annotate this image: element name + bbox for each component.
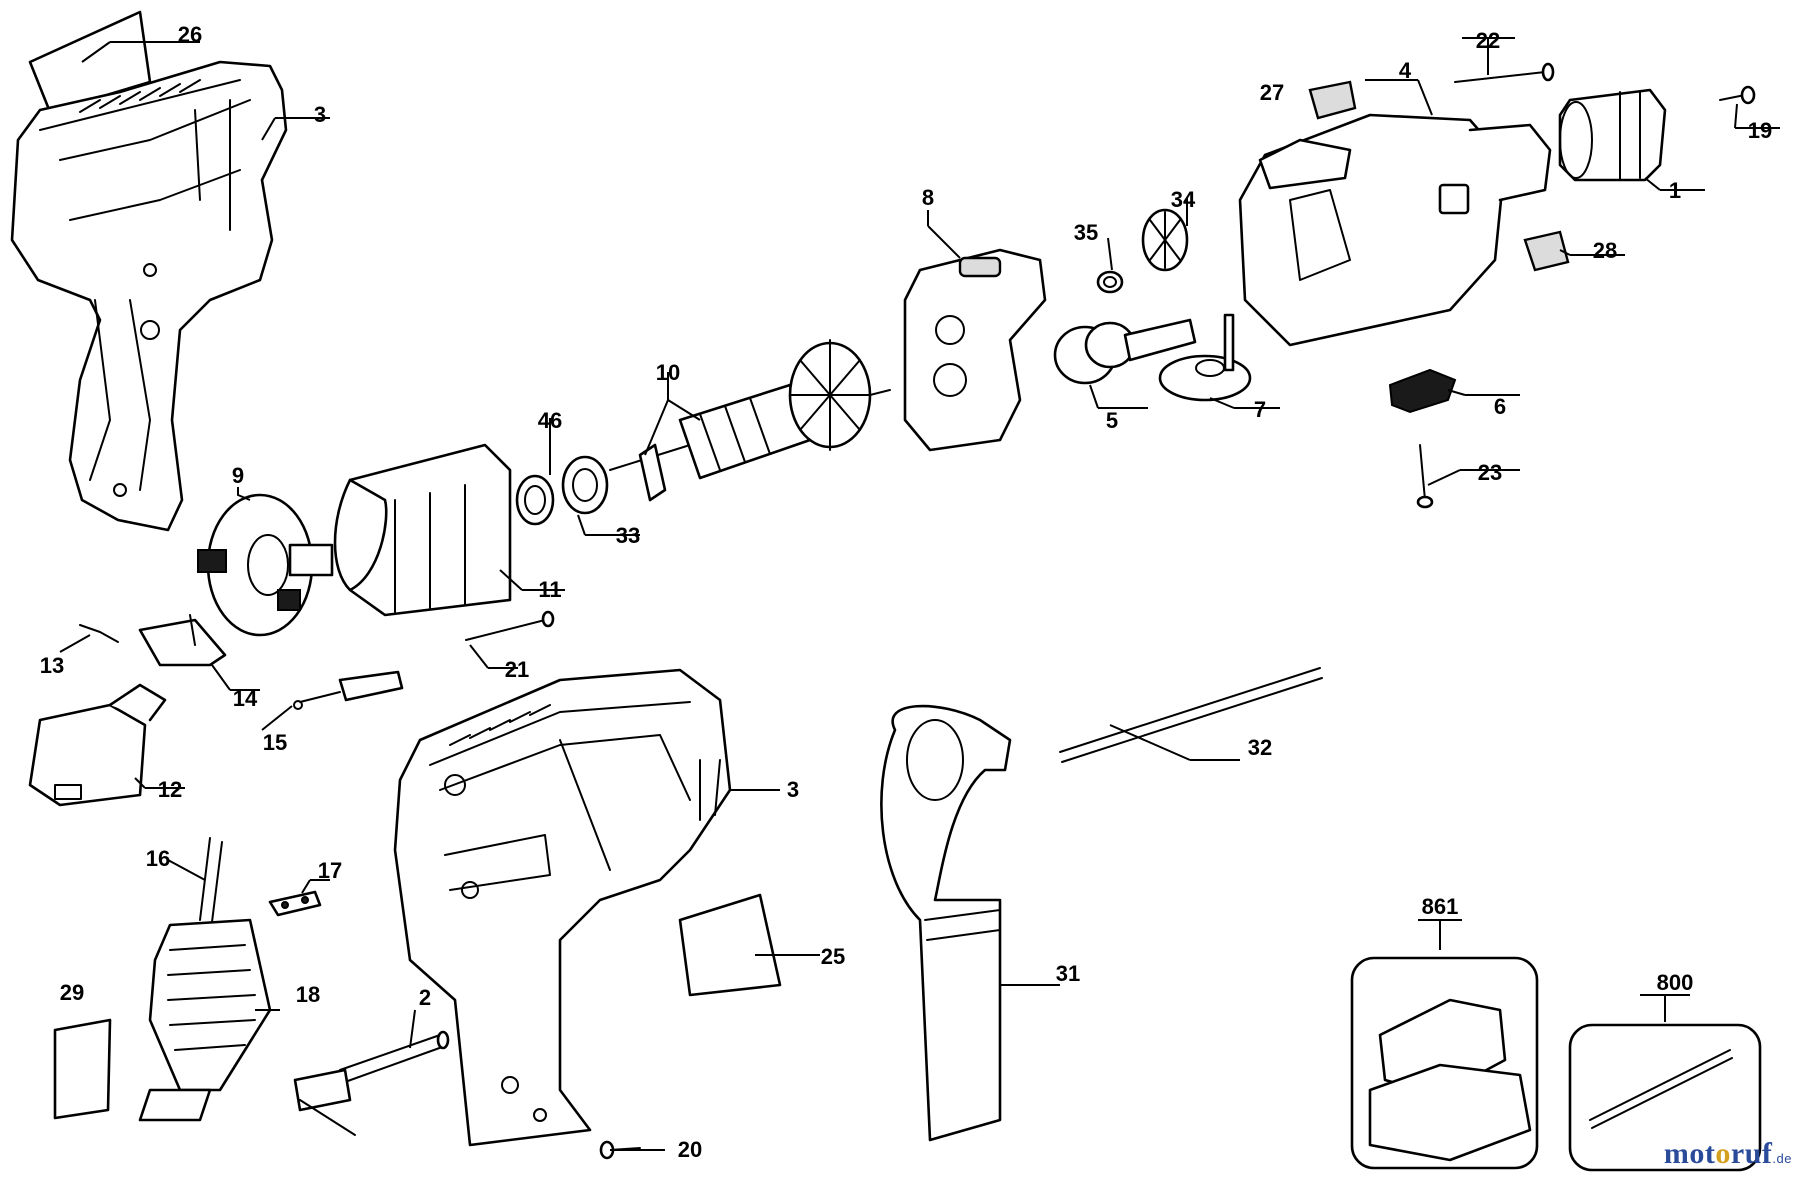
- callout-label-8: 8: [922, 185, 934, 210]
- part-21-pin: [465, 610, 555, 641]
- callout-label-17: 17: [318, 858, 342, 883]
- callout-label-32: 32: [1248, 735, 1272, 760]
- part-27-label: [1308, 80, 1357, 120]
- callout-label-33: 33: [616, 523, 640, 548]
- callout-label-29: 29: [60, 980, 84, 1005]
- part-9-brush-holder: [197, 493, 334, 637]
- part-10-armature: [609, 339, 891, 502]
- callout-label-9: 9: [232, 463, 244, 488]
- part-861-carry-case: [1350, 956, 1539, 1170]
- watermark-letter: o: [1715, 1137, 1731, 1170]
- watermark-letter: u: [1744, 1137, 1762, 1170]
- callout-label-6: 6: [1494, 394, 1506, 419]
- callout-label-31: 31: [1056, 961, 1080, 986]
- watermark-letter: f: [1761, 1137, 1773, 1170]
- part-13-clip: [79, 624, 119, 643]
- callout-label-22: 22: [1476, 28, 1500, 53]
- callout-label-800: 800: [1657, 970, 1694, 995]
- callout-label-7: 7: [1254, 397, 1266, 422]
- part-17-clamp: [268, 890, 322, 917]
- watermark-letter: r: [1730, 1137, 1745, 1170]
- part-6-knob: [1388, 368, 1457, 414]
- callout-label-34: 34: [1171, 187, 1196, 212]
- callout-label-20: 20: [678, 1137, 702, 1162]
- part-4-front-housing: [1238, 113, 1552, 347]
- part-25-label: [678, 893, 782, 997]
- callout-label-46: 46: [538, 408, 562, 433]
- part-14-bracket: [138, 614, 227, 667]
- callout-label-26: 26: [178, 22, 202, 47]
- callout-label-28: 28: [1593, 238, 1617, 263]
- watermark-text: motoruf: [1664, 1137, 1773, 1170]
- watermark-letter: o: [1689, 1137, 1705, 1170]
- part-34-ratchet: [1141, 208, 1189, 272]
- callout-label-15: 15: [263, 730, 287, 755]
- callout-label-23: 23: [1478, 460, 1502, 485]
- callout-label-861: 861: [1422, 894, 1459, 919]
- part-18-cord-protector: [138, 918, 272, 1122]
- part-3-housing-half-front: [393, 668, 732, 1147]
- callout-label-35: 35: [1074, 220, 1098, 245]
- part-32-depth-rod: [1059, 667, 1323, 763]
- watermark-letter: m: [1663, 1137, 1690, 1170]
- callout-label-2: 2: [419, 985, 431, 1010]
- part-22-screw: [1454, 62, 1555, 83]
- part-19-screw: [1719, 85, 1756, 105]
- callout-label-25: 25: [821, 944, 845, 969]
- callout-label-13: 13: [40, 653, 64, 678]
- part-800-accessory: [1568, 1023, 1762, 1172]
- callout-label-16: 16: [146, 846, 170, 871]
- callout-label-1: 1: [1669, 178, 1681, 203]
- part-35-spring: [1096, 270, 1124, 294]
- watermark-suffix: .de: [1772, 1151, 1792, 1166]
- part-1-chuck: [1558, 88, 1667, 182]
- leader-lines: [59, 37, 1780, 1151]
- part-46-bearing: [515, 474, 555, 526]
- part-2-chuck-key: [293, 1030, 450, 1136]
- callout-label-27: 27: [1260, 80, 1284, 105]
- callout-label-21: 21: [505, 657, 529, 682]
- part-15-spring: [293, 670, 404, 710]
- callout-label-3: 3: [314, 102, 326, 127]
- callout-label-12: 12: [158, 777, 182, 802]
- callout-label-5: 5: [1106, 408, 1118, 433]
- part-23-screw: [1416, 444, 1434, 509]
- callout-label-14: 14: [233, 686, 258, 711]
- part-8-gear-case: [903, 248, 1047, 452]
- part-11-field: [333, 443, 512, 617]
- part-12-switch: [28, 683, 167, 807]
- part-33-bearing: [561, 455, 609, 515]
- part-28-label: [1523, 230, 1570, 272]
- watermark-logo: motoruf.de: [1664, 1137, 1792, 1171]
- part-3-housing-half-rear: [10, 60, 288, 532]
- callout-label-10: 10: [656, 360, 680, 385]
- callout-label-18: 18: [296, 982, 320, 1007]
- part-29-label: [53, 1018, 112, 1120]
- callout-label-19: 19: [1748, 118, 1772, 143]
- watermark-letter: t: [1704, 1137, 1716, 1170]
- part-7-cam: [1158, 313, 1252, 402]
- part-5-spindle: [1053, 318, 1197, 385]
- callout-label-11: 11: [538, 577, 561, 602]
- callout-label-3: 3: [787, 777, 799, 802]
- part-31-side-handle: [880, 704, 1012, 1142]
- callout-label-4: 4: [1399, 58, 1412, 83]
